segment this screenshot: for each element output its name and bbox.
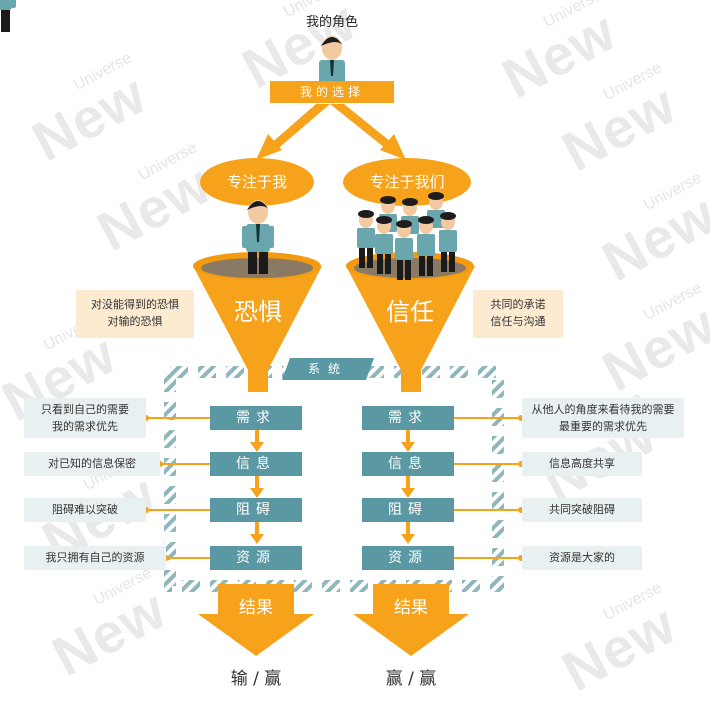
right-result-label: 结果 bbox=[394, 598, 428, 618]
left-result-arrow bbox=[198, 584, 314, 656]
right-outcome: 赢 / 赢 bbox=[385, 669, 437, 689]
left-step-resource: 资源 bbox=[210, 546, 302, 570]
right-note-obstacle: 共同突破阻碍 bbox=[522, 498, 642, 522]
right-step-info: 信息 bbox=[362, 452, 454, 476]
left-connector bbox=[146, 417, 210, 419]
left-funnel-note-line: 对输的恐惧 bbox=[107, 315, 163, 328]
left-connector bbox=[160, 463, 210, 465]
note-line: 我的需求优先 bbox=[52, 420, 118, 433]
connector-dot bbox=[163, 555, 169, 561]
right-result-arrow bbox=[353, 584, 469, 656]
left-connector bbox=[146, 509, 210, 511]
connector-dot bbox=[518, 555, 524, 561]
note-line: 从他人的角度来看待我的需要 bbox=[531, 403, 675, 416]
right-connector bbox=[454, 463, 522, 465]
connector-dot bbox=[518, 507, 524, 513]
system-label: 系统 bbox=[281, 358, 375, 380]
focus-me-ellipse bbox=[200, 158, 314, 206]
left-note-obstacle: 阻碍难以突破 bbox=[24, 498, 146, 522]
system-frame bbox=[164, 366, 504, 592]
single-person-icon bbox=[242, 200, 274, 274]
left-funnel-note-line: 对没能得到的恐惧 bbox=[91, 298, 179, 311]
right-funnel-note: 共同的承诺 信任与沟通 bbox=[473, 290, 563, 338]
right-note-resource: 资源是大家的 bbox=[522, 546, 642, 570]
left-result-label: 结果 bbox=[239, 598, 273, 618]
right-step-arrows bbox=[401, 430, 415, 544]
left-step-demand: 需求 bbox=[210, 406, 302, 430]
connector-dot bbox=[518, 415, 524, 421]
left-note-resource: 我只拥有自己的资源 bbox=[24, 546, 166, 570]
role-person-icon bbox=[319, 36, 345, 86]
right-connector bbox=[454, 417, 522, 419]
right-note-demand: 从他人的角度来看待我的需要最重要的需求优先 bbox=[522, 398, 684, 438]
group-people-icon bbox=[357, 192, 457, 280]
left-note-demand: 只看到自己的需要我的需求优先 bbox=[24, 398, 146, 438]
note-line: 只看到自己的需要 bbox=[41, 403, 129, 416]
right-funnel-label: 信任 bbox=[386, 298, 434, 326]
left-funnel-note: 对没能得到的恐惧 对输的恐惧 bbox=[76, 290, 194, 338]
person-icon bbox=[0, 0, 16, 32]
connector-dot bbox=[143, 507, 149, 513]
focus-us-label: 专注于我们 bbox=[369, 173, 445, 191]
left-outcome: 输 / 赢 bbox=[230, 669, 282, 689]
right-funnel-note-line: 信任与沟通 bbox=[490, 315, 546, 328]
connector-dot bbox=[518, 461, 524, 467]
note-line: 最重要的需求优先 bbox=[559, 420, 647, 433]
left-note-info: 对已知的信息保密 bbox=[24, 452, 160, 476]
left-connector bbox=[166, 557, 210, 559]
split-arrows bbox=[256, 104, 406, 160]
choice-bar: 我的选择 bbox=[270, 81, 394, 103]
left-step-info: 信息 bbox=[210, 452, 302, 476]
right-connector bbox=[454, 509, 522, 511]
right-connector bbox=[454, 557, 522, 559]
right-step-demand: 需求 bbox=[362, 406, 454, 430]
focus-me-label: 专注于我 bbox=[226, 173, 287, 191]
right-funnel-note-line: 共同的承诺 bbox=[490, 298, 546, 311]
connector-dot bbox=[157, 461, 163, 467]
connector-dot bbox=[143, 415, 149, 421]
right-step-resource: 资源 bbox=[362, 546, 454, 570]
role-label: 我的角色 bbox=[305, 15, 358, 30]
right-step-obstacle: 阻碍 bbox=[362, 498, 454, 522]
left-step-obstacle: 阻碍 bbox=[210, 498, 302, 522]
right-note-info: 信息高度共享 bbox=[522, 452, 642, 476]
left-funnel-label: 恐惧 bbox=[234, 298, 282, 326]
left-step-arrows bbox=[250, 430, 264, 544]
